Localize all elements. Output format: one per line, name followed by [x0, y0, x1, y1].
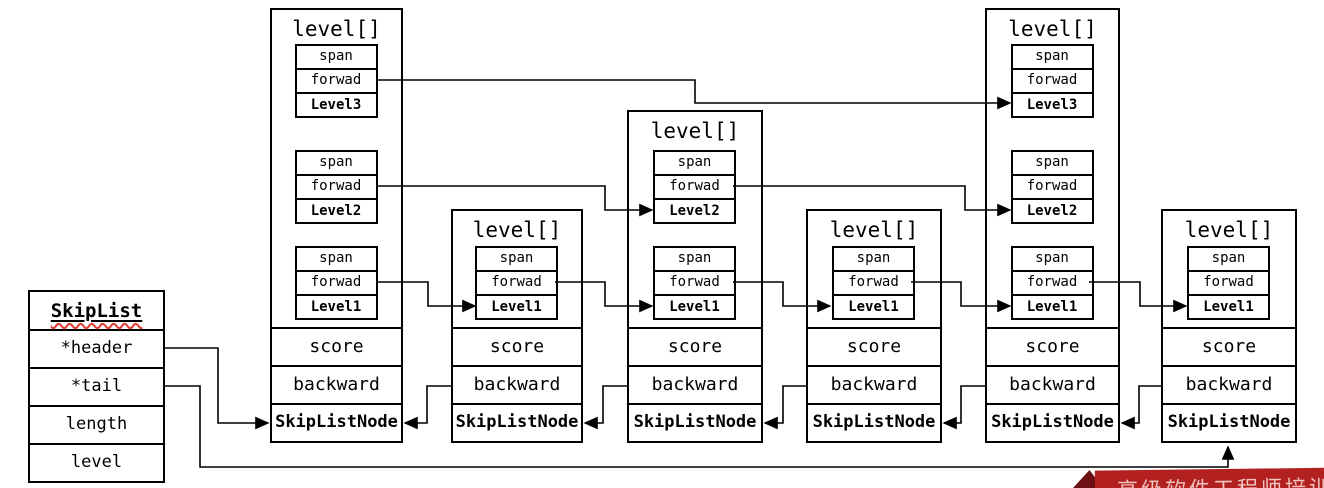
level-label: Level1 — [1203, 299, 1254, 315]
span-row: span — [834, 248, 913, 272]
backward-row: backward — [629, 365, 761, 403]
skiplist-struct-title: SkipList — [30, 292, 163, 329]
score-row: score — [1163, 327, 1295, 365]
span-row: span — [1189, 248, 1268, 272]
arrow-forward-l3-node1-node5 — [377, 79, 1012, 110]
level-array-title: level[] — [1008, 17, 1097, 41]
skiplist-node-header: level[] span forwad Level3 span forwad L… — [270, 8, 403, 443]
level-box-1: span forwad Level1 — [294, 246, 378, 320]
skiplist-node-3: level[] span forwad Level1 score backwar… — [806, 209, 942, 443]
backward-row: backward — [453, 365, 581, 403]
forward-row: forwad — [655, 176, 734, 200]
arrow-backward-node5-node4 — [942, 385, 985, 430]
score-row: score — [629, 327, 761, 365]
level-label: Level1 — [491, 299, 542, 315]
score-row: score — [453, 327, 581, 365]
skiplist-field-header: *header — [30, 329, 163, 367]
node-footer: score backward SkipListNode — [272, 327, 401, 441]
span-row: span — [655, 152, 734, 176]
forward-row: forwad — [1012, 176, 1092, 200]
node-footer: score backward SkipListNode — [987, 327, 1118, 441]
backward-row: backward — [1163, 365, 1295, 403]
forward-row: forwad — [655, 272, 734, 296]
skiplist-field-length: length — [30, 405, 163, 443]
level-box-2: span forwad Level2 — [1010, 150, 1094, 224]
level-label: Level2 — [310, 203, 362, 219]
score-row: score — [272, 327, 401, 365]
node-type-row: SkipListNode — [987, 403, 1118, 441]
score-row: score — [987, 327, 1118, 365]
skiplist-node-tail: level[] span forwad Level1 score backwar… — [1161, 209, 1297, 443]
arrow-header-to-node1 — [165, 347, 270, 430]
forward-row: forwad — [296, 272, 376, 296]
node-footer: score backward SkipListNode — [629, 327, 761, 441]
span-row: span — [296, 152, 376, 176]
forward-row: forwad — [296, 70, 376, 94]
level-label: Level1 — [669, 299, 720, 315]
skiplist-title-squiggle: SkipList — [51, 300, 143, 322]
level-label: Level1 — [848, 299, 899, 315]
level-array-title: level[] — [1184, 218, 1274, 242]
level-box-1: span forwad Level1 — [1187, 246, 1270, 320]
skiplist-field-tail: *tail — [30, 367, 163, 405]
level-box-2: span forwad Level2 — [653, 150, 736, 224]
level-array-title: level[] — [472, 218, 562, 242]
level-box-2: span forwad Level2 — [294, 150, 378, 224]
forward-row: forwad — [834, 272, 913, 296]
backward-row: backward — [272, 365, 401, 403]
level-label: Level2 — [669, 203, 720, 219]
watermark-banner: 高级软件工程师培训 — [1094, 467, 1324, 488]
arrow-backward-node4-node3 — [763, 385, 806, 430]
span-row: span — [296, 46, 376, 70]
span-row: span — [1012, 46, 1092, 70]
score-row: score — [808, 327, 940, 365]
skiplist-node-1: level[] span forwad Level1 score backwar… — [451, 209, 583, 443]
span-row: span — [655, 248, 734, 272]
node-type-row: SkipListNode — [1163, 403, 1295, 441]
forward-row: forwad — [477, 272, 556, 296]
level-box-3: span forwad Level3 — [294, 44, 378, 118]
level-array-title: level[] — [292, 17, 381, 41]
node-footer: score backward SkipListNode — [453, 327, 581, 441]
level-box-1: span forwad Level1 — [653, 246, 736, 320]
forward-row: forwad — [1012, 272, 1092, 296]
skiplist-node-4: level[] span forwad Level3 span forwad L… — [985, 8, 1120, 443]
arrow-backward-node3-node2 — [583, 385, 627, 430]
arrow-backward-node6-node5 — [1120, 385, 1161, 430]
backward-row: backward — [987, 365, 1118, 403]
level-array-title: level[] — [650, 119, 740, 143]
level-box-3: span forwad Level3 — [1010, 44, 1094, 118]
level-box-1: span forwad Level1 — [1010, 246, 1094, 320]
level-label: Level1 — [1026, 299, 1078, 315]
level-box-1: span forwad Level1 — [832, 246, 915, 320]
forward-row: forwad — [296, 176, 376, 200]
forward-row: forwad — [1189, 272, 1268, 296]
node-type-row: SkipListNode — [629, 403, 761, 441]
level-label: Level1 — [310, 299, 362, 315]
watermark-text: 高级软件工程师培训 — [1095, 468, 1324, 488]
arrow-forward-l2-node1-node3 — [377, 185, 654, 217]
span-row: span — [1012, 248, 1092, 272]
level-box-1: span forwad Level1 — [475, 246, 558, 320]
skiplist-title-text: SkipList — [50, 299, 143, 322]
level-label: Level2 — [1026, 203, 1078, 219]
level-label: Level3 — [1026, 97, 1078, 113]
arrow-forward-l2-node3-node5 — [733, 185, 1012, 217]
forward-row: forwad — [1012, 70, 1092, 94]
span-row: span — [296, 248, 376, 272]
node-type-row: SkipListNode — [808, 403, 940, 441]
node-type-row: SkipListNode — [272, 403, 401, 441]
skiplist-node-2: level[] span forwad Level2 span forwad L… — [627, 110, 763, 443]
span-row: span — [1012, 152, 1092, 176]
node-footer: score backward SkipListNode — [1163, 327, 1295, 441]
skiplist-struct-box: SkipList *header *tail length level — [28, 290, 165, 483]
level-array-title: level[] — [829, 218, 919, 242]
skiplist-field-level: level — [30, 443, 163, 481]
arrow-backward-node2-node1 — [403, 385, 451, 430]
level-label: Level3 — [310, 97, 362, 113]
node-footer: score backward SkipListNode — [808, 327, 940, 441]
node-type-row: SkipListNode — [453, 403, 581, 441]
span-row: span — [477, 248, 556, 272]
backward-row: backward — [808, 365, 940, 403]
